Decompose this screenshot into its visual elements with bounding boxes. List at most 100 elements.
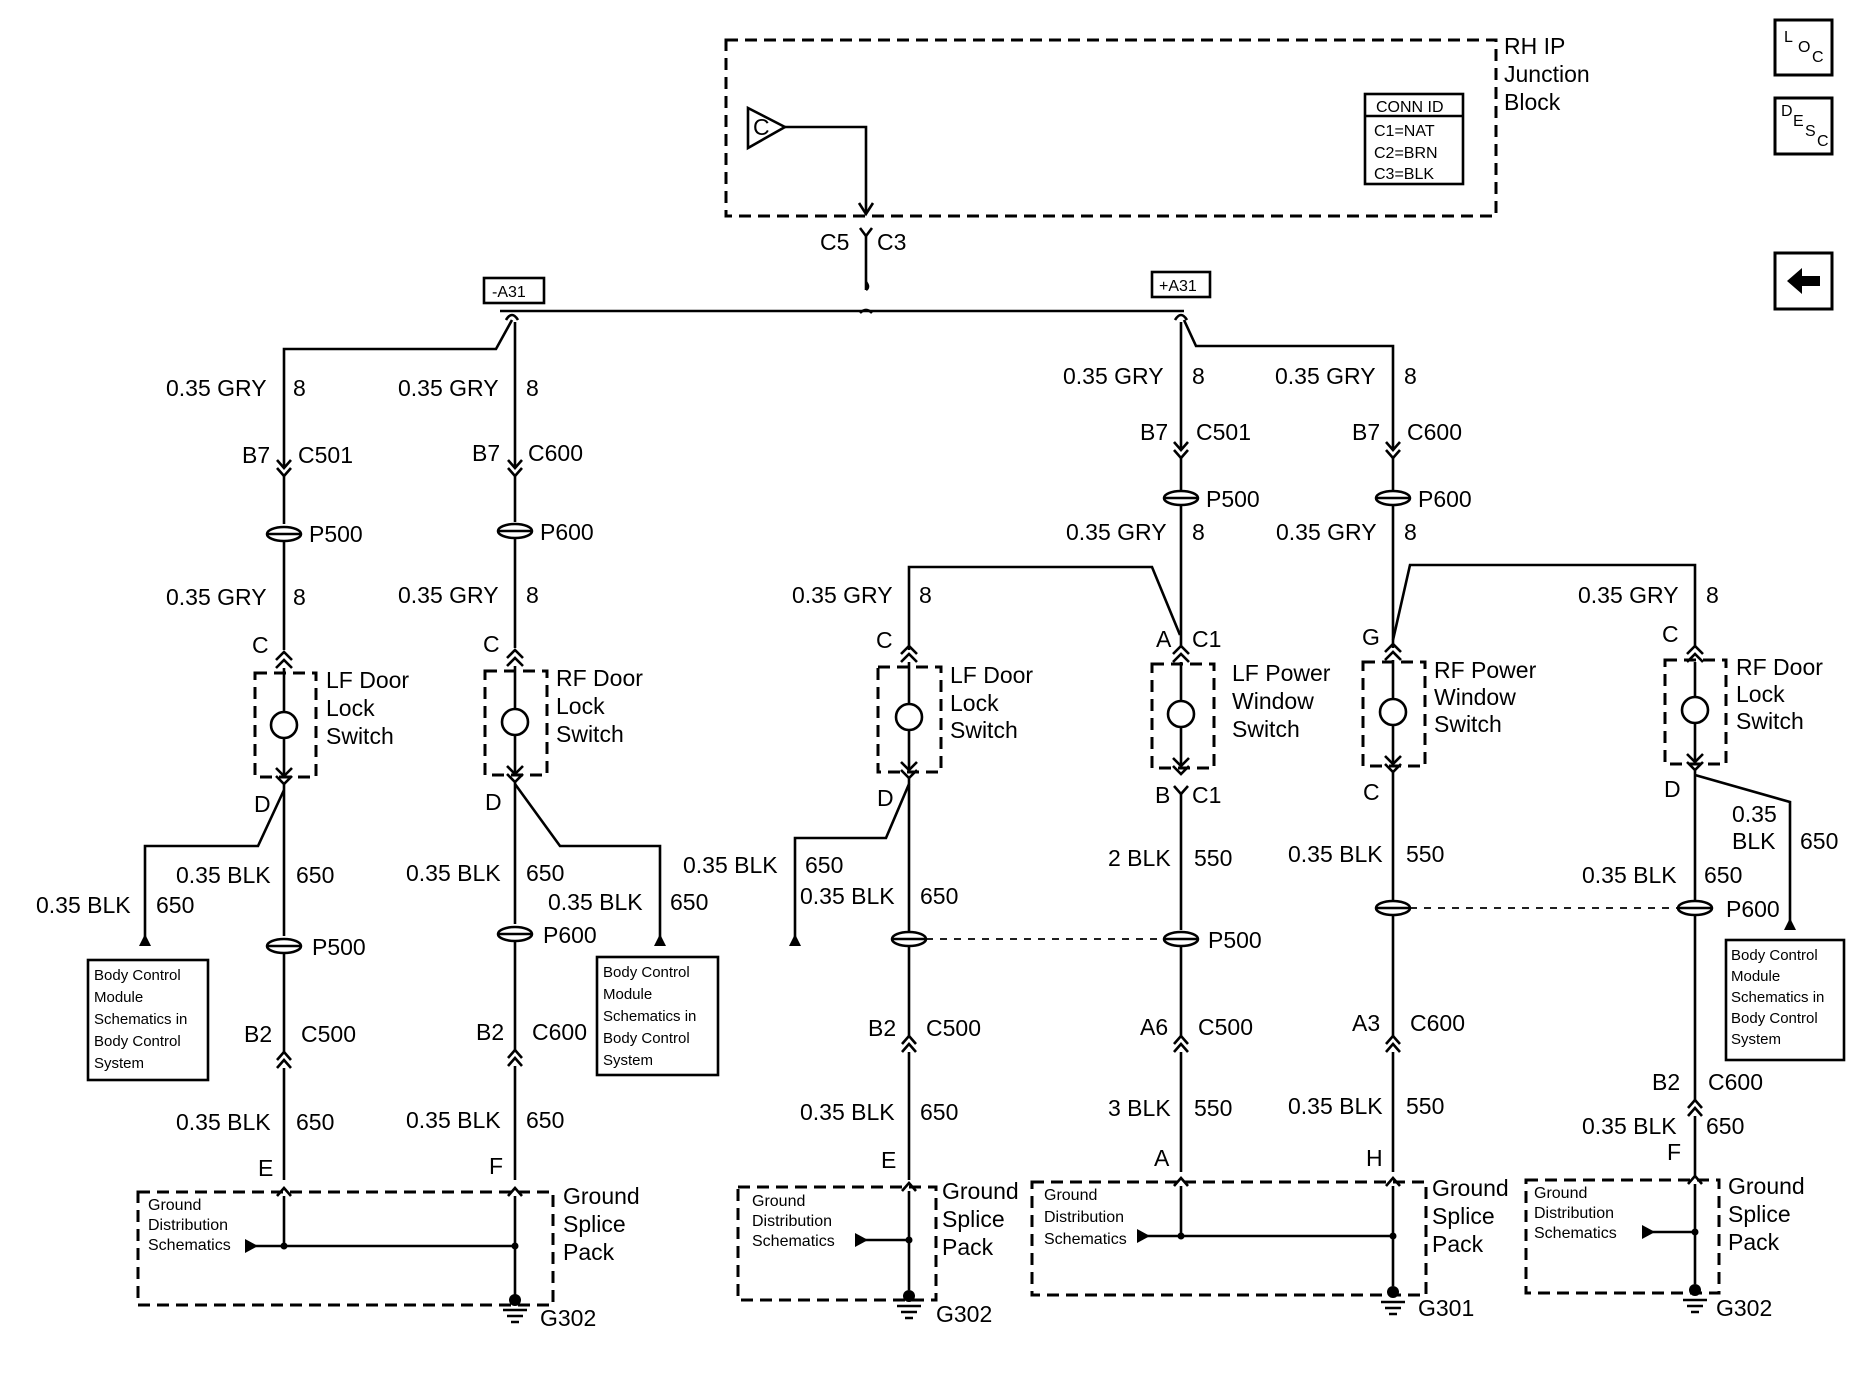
svg-text:Body Control: Body Control (603, 1030, 690, 1047)
svg-text:8: 8 (1404, 363, 1417, 389)
svg-text:C500: C500 (926, 1015, 981, 1041)
rf-door-lock-circuit-2: 0.35 GRY 8 C RF Door Lock Switch D 0.35 … (1578, 582, 1838, 1176)
svg-text:O: O (1798, 39, 1810, 56)
rh-ip-junction-block: C CONN ID C1=NAT C2=BRN C3=BLK RH IP Jun… (724, 33, 1590, 218)
svg-text:RF Door: RF Door (556, 665, 643, 691)
bcm-schematics-note-1: Body Control Module Schematics in Body C… (86, 958, 210, 1082)
svg-text:0.35 BLK: 0.35 BLK (1582, 1113, 1677, 1139)
svg-text:C: C (1662, 621, 1679, 647)
svg-text:Ground: Ground (942, 1178, 1019, 1204)
svg-text:0.35 BLK: 0.35 BLK (1582, 862, 1677, 888)
svg-text:P600: P600 (543, 922, 597, 948)
svg-text:C3=BLK: C3=BLK (1374, 166, 1434, 183)
svg-text:Pack: Pack (942, 1234, 994, 1260)
svg-text:C: C (1363, 779, 1380, 805)
svg-text:Schematics in: Schematics in (1731, 989, 1824, 1006)
svg-text:650: 650 (670, 889, 708, 915)
svg-text:Ground: Ground (1728, 1173, 1805, 1199)
svg-text:0.35 GRY: 0.35 GRY (792, 582, 893, 608)
svg-text:G302: G302 (540, 1305, 596, 1331)
svg-text:0.35 GRY: 0.35 GRY (1275, 363, 1376, 389)
svg-text:Block: Block (1504, 89, 1561, 115)
ref-minus-a31: -A31 (482, 276, 546, 305)
svg-text:8: 8 (293, 375, 306, 401)
svg-text:C501: C501 (1196, 419, 1251, 445)
ground-splice-pack-4: Ground Distribution Schematics Ground Sp… (1524, 1173, 1805, 1321)
description-button[interactable]: D E S C (1773, 96, 1834, 156)
svg-text:Splice: Splice (942, 1206, 1005, 1232)
svg-text:C600: C600 (532, 1019, 587, 1045)
svg-text:B2: B2 (476, 1019, 504, 1045)
svg-text:Schematics: Schematics (148, 1237, 231, 1254)
svg-text:B2: B2 (1652, 1069, 1680, 1095)
svg-text:Distribution: Distribution (752, 1213, 832, 1230)
svg-text:Schematics in: Schematics in (603, 1008, 696, 1025)
svg-text:Ground: Ground (752, 1193, 805, 1210)
svg-text:0.35 GRY: 0.35 GRY (166, 584, 267, 610)
rf-power-window-circuit: 0.35 GRY 8 B7 C600 P600 0.35 GRY 8 G RF … (1182, 319, 1697, 1172)
svg-text:Switch: Switch (326, 723, 394, 749)
svg-text:550: 550 (1406, 841, 1444, 867)
svg-text:A6: A6 (1140, 1014, 1168, 1040)
svg-text:C1: C1 (1192, 782, 1221, 808)
svg-text:CONN ID: CONN ID (1376, 99, 1444, 116)
svg-text:650: 650 (296, 1109, 334, 1135)
svg-text:Schematics in: Schematics in (94, 1011, 187, 1028)
svg-text:Module: Module (1731, 968, 1780, 985)
svg-text:8: 8 (526, 375, 539, 401)
arrow-left-icon (1787, 268, 1820, 294)
svg-text:C1=NAT: C1=NAT (1374, 123, 1435, 140)
ground-splice-pack-1: Ground Distribution Schematics Ground Sp… (136, 1183, 640, 1331)
svg-text:C600: C600 (528, 440, 583, 466)
svg-text:G302: G302 (936, 1301, 992, 1327)
svg-text:C: C (1817, 133, 1829, 150)
svg-text:0.35 BLK: 0.35 BLK (176, 862, 271, 888)
svg-text:Ground: Ground (1534, 1185, 1587, 1202)
svg-text:Body Control: Body Control (1731, 1010, 1818, 1027)
svg-text:P500: P500 (1208, 927, 1262, 953)
svg-text:0.35 GRY: 0.35 GRY (398, 375, 499, 401)
svg-text:G: G (1362, 624, 1380, 650)
svg-text:B7: B7 (242, 442, 270, 468)
svg-text:Pack: Pack (563, 1239, 615, 1265)
svg-text:550: 550 (1406, 1093, 1444, 1119)
svg-text:0.35 BLK: 0.35 BLK (406, 860, 501, 886)
svg-text:P600: P600 (1418, 486, 1472, 512)
svg-text:-A31: -A31 (492, 284, 526, 301)
svg-text:G301: G301 (1418, 1295, 1474, 1321)
svg-text:Switch: Switch (1232, 716, 1300, 742)
svg-text:L: L (1784, 29, 1793, 46)
splice-p600 (1676, 899, 1714, 917)
back-button[interactable] (1773, 251, 1834, 311)
svg-text:E: E (1793, 113, 1804, 130)
svg-text:B7: B7 (1352, 419, 1380, 445)
svg-text:0.35 BLK: 0.35 BLK (1288, 841, 1383, 867)
splice-p600 (496, 925, 534, 943)
svg-text:RF Door: RF Door (1736, 654, 1823, 680)
svg-text:0.35 GRY: 0.35 GRY (1063, 363, 1164, 389)
bcm-schematics-note-3: Body Control Module Schematics in Body C… (1724, 938, 1846, 1062)
svg-text:8: 8 (1706, 582, 1719, 608)
svg-text:8: 8 (526, 582, 539, 608)
splice (1374, 899, 1412, 917)
svg-text:Distribution: Distribution (148, 1217, 228, 1234)
svg-text:Distribution: Distribution (1044, 1209, 1124, 1226)
svg-text:650: 650 (1800, 828, 1838, 854)
svg-text:Ground: Ground (1432, 1175, 1509, 1201)
svg-text:0.35 BLK: 0.35 BLK (800, 1099, 895, 1125)
svg-text:D: D (485, 789, 502, 815)
splice-p500 (265, 937, 303, 955)
svg-text:Body Control: Body Control (603, 964, 690, 981)
splice-p500 (265, 525, 303, 543)
svg-text:D: D (1781, 103, 1793, 120)
svg-text:0.35 BLK: 0.35 BLK (406, 1107, 501, 1133)
svg-text:Body Control: Body Control (1731, 947, 1818, 964)
svg-text:C: C (483, 631, 500, 657)
location-button[interactable]: L O C (1773, 18, 1834, 77)
svg-text:C500: C500 (301, 1021, 356, 1047)
svg-text:0.35 BLK: 0.35 BLK (548, 889, 643, 915)
svg-text:Body Control: Body Control (94, 967, 181, 984)
svg-text:8: 8 (1404, 519, 1417, 545)
svg-text:F: F (489, 1153, 503, 1179)
svg-text:Splice: Splice (1728, 1201, 1791, 1227)
